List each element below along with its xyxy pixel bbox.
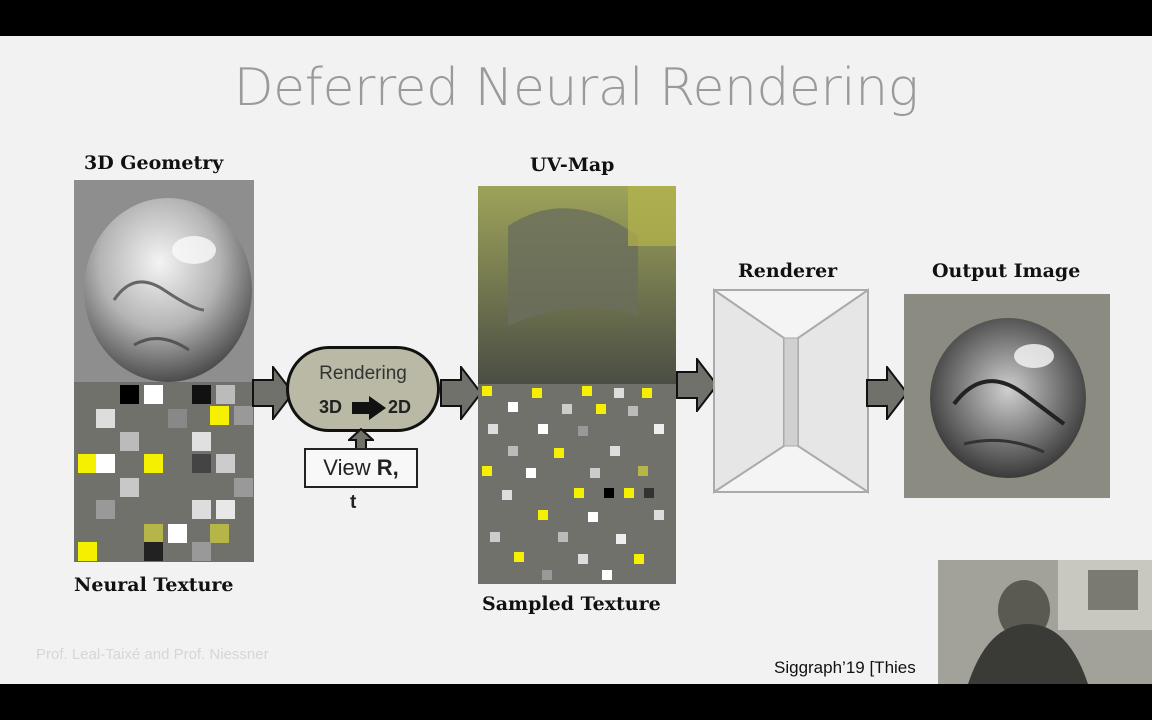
right-arrow-icon <box>252 366 294 420</box>
geometry-label: 3D Geometry <box>84 152 224 174</box>
presenter-webcam <box>938 560 1152 684</box>
texture-cell <box>96 454 115 473</box>
texture-cell <box>538 510 548 520</box>
renderer-label: Renderer <box>738 260 838 282</box>
view-text: View <box>323 455 377 480</box>
texture-cell <box>538 424 548 434</box>
texture-cell <box>78 542 97 561</box>
texture-cell <box>628 406 638 416</box>
texture-cell <box>144 542 163 561</box>
rendering-block: Rendering 3D 2D <box>286 346 440 432</box>
texture-cell <box>168 524 187 543</box>
texture-cell <box>120 432 139 451</box>
up-arrow-icon <box>348 428 374 450</box>
slide-citation: Siggraph’19 [Thies <box>774 658 916 677</box>
texture-cell <box>590 468 600 478</box>
texture-cell <box>642 388 652 398</box>
texture-cell <box>654 424 664 434</box>
texture-cell <box>614 388 624 398</box>
texture-cell <box>596 404 606 414</box>
texture-cell <box>192 385 211 404</box>
neural-texture-grid <box>74 382 254 562</box>
slide-title: Deferred Neural Rendering <box>233 58 919 118</box>
texture-cell <box>638 466 648 476</box>
texture-cell <box>588 512 598 522</box>
right-arrow-icon <box>440 366 482 420</box>
texture-cell <box>78 454 97 473</box>
texture-cell <box>532 388 542 398</box>
texture-cell <box>654 510 664 520</box>
texture-cell <box>210 406 229 425</box>
texture-cell <box>144 454 163 473</box>
texture-cell <box>616 534 626 544</box>
right-arrow-icon <box>352 396 386 420</box>
texture-cell <box>508 402 518 412</box>
texture-cell <box>502 490 512 500</box>
output-image-render <box>904 294 1110 498</box>
presenter-video-frame <box>938 560 1152 684</box>
video-letterbox-bottom <box>0 684 1152 720</box>
geometry-sphere-image <box>74 180 254 386</box>
texture-cell <box>488 424 498 434</box>
texture-cell <box>574 488 584 498</box>
texture-cell <box>562 404 572 414</box>
right-arrow-icon <box>676 358 718 412</box>
texture-cell <box>96 500 115 519</box>
texture-cell <box>192 500 211 519</box>
slide: Deferred Neural Rendering 3D Geometry <box>0 36 1152 684</box>
renderer-network-icon <box>713 288 869 494</box>
neural-texture-label: Neural Texture <box>74 574 234 596</box>
texture-cell <box>490 532 500 542</box>
texture-cell <box>144 385 163 404</box>
slide-credit: Prof. Leal-Taixé and Prof. Niessner <box>36 646 269 663</box>
texture-cell <box>168 409 187 428</box>
sampled-texture-grid <box>478 384 676 584</box>
uv-map-image <box>478 186 676 384</box>
texture-cell <box>216 454 235 473</box>
video-letterbox-top <box>0 0 1152 36</box>
texture-cell <box>578 554 588 564</box>
texture-cell <box>234 478 253 497</box>
texture-cell <box>216 385 235 404</box>
rendering-from-label: 3D <box>319 397 343 417</box>
texture-cell <box>120 478 139 497</box>
texture-cell <box>192 454 211 473</box>
uv-map-label: UV-Map <box>530 154 615 176</box>
texture-cell <box>508 446 518 456</box>
rendering-to-label: 2D <box>387 397 411 417</box>
texture-cell <box>482 466 492 476</box>
texture-cell <box>526 468 536 478</box>
right-arrow-icon <box>866 366 908 420</box>
texture-cell <box>144 524 163 543</box>
texture-cell <box>610 446 620 456</box>
texture-cell <box>604 488 614 498</box>
view-input-box: View R, <box>304 448 418 488</box>
texture-cell <box>634 554 644 564</box>
texture-cell <box>120 385 139 404</box>
texture-cell <box>578 426 588 436</box>
texture-cell <box>624 488 634 498</box>
texture-cell <box>542 570 552 580</box>
rendering-title: Rendering <box>319 363 407 384</box>
texture-cell <box>216 500 235 519</box>
texture-cell <box>554 448 564 458</box>
texture-cell <box>644 488 654 498</box>
texture-cell <box>482 386 492 396</box>
texture-cell <box>558 532 568 542</box>
view-rotation-symbol: R, <box>376 455 399 480</box>
texture-cell <box>514 552 524 562</box>
texture-cell <box>602 570 612 580</box>
view-translation-symbol: t <box>350 492 357 513</box>
output-image-label: Output Image <box>932 260 1081 282</box>
texture-cell <box>96 409 115 428</box>
sampled-texture-label: Sampled Texture <box>482 593 661 615</box>
texture-cell <box>582 386 592 396</box>
texture-cell <box>234 406 253 425</box>
texture-cell <box>192 542 211 561</box>
texture-cell <box>192 432 211 451</box>
texture-cell <box>210 524 229 543</box>
